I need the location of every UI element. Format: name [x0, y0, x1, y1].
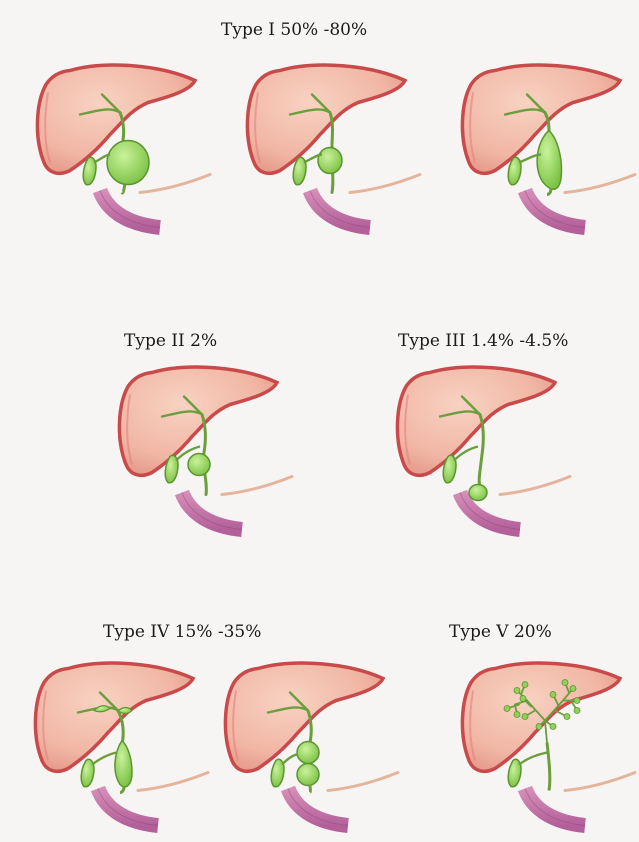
type-4-label: Type IV 15% -35% [103, 622, 261, 642]
type-1b-illustration [240, 60, 425, 244]
type-1-label: Type I 50% -80% [221, 20, 367, 40]
type-2-illustration [112, 362, 297, 546]
type-3-label: Type III 1.4% -4.5% [398, 331, 568, 351]
type-4b-illustration [218, 658, 403, 842]
type-5-illustration [455, 658, 639, 842]
type-3-illustration [390, 362, 575, 546]
type-1c-illustration [455, 60, 639, 244]
type-4a-illustration [28, 658, 213, 842]
type-5-label: Type V 20% [449, 622, 552, 642]
type-2-label: Type II 2% [124, 331, 217, 351]
type-1a-illustration [30, 60, 215, 244]
